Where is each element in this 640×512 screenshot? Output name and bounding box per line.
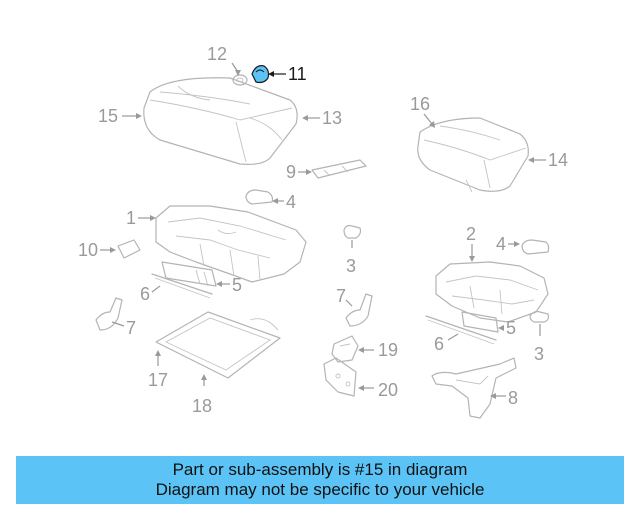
callout-5-right: 5 — [506, 318, 516, 338]
part-9-bracket — [311, 159, 367, 179]
part-10-bracket — [117, 239, 141, 259]
info-banner: Part or sub-assembly is #15 in diagram D… — [16, 456, 624, 504]
callout-11: 13 — [322, 108, 342, 128]
callout-19: 19 — [378, 340, 398, 360]
callout-3-right: 3 — [534, 344, 544, 364]
part-1-seat-frame-left — [155, 205, 307, 283]
callout-4-upper: 4 — [286, 192, 296, 212]
part-16-bushing — [232, 74, 248, 86]
callout-6-right: 6 — [434, 334, 444, 354]
part-17-18-seat-pan — [155, 311, 281, 379]
part-7-bracket-left — [95, 297, 123, 331]
part-3-center — [343, 224, 362, 239]
callouts: 12 11 15 13 16 14 9 4 1 10 — [78, 44, 568, 416]
part-5-left — [161, 261, 217, 287]
part-4-right — [521, 239, 550, 255]
callout-8: 8 — [508, 388, 518, 408]
callout-10: 10 — [78, 240, 98, 260]
part-3-right — [529, 310, 550, 323]
callout-17: 17 — [148, 370, 168, 390]
callout-7-center: 7 — [336, 286, 346, 306]
callout-20: 20 — [378, 380, 398, 400]
part-4-upper — [245, 189, 274, 205]
callout-13: 15 — [98, 106, 118, 126]
callout-2: 2 — [466, 224, 476, 244]
banner-line-2: Diagram may not be specific to your vehi… — [155, 480, 485, 499]
part-7-bracket-center — [345, 293, 373, 327]
banner-line-1: Part or sub-assembly is #15 in diagram — [172, 460, 468, 479]
callout-14: 16 — [410, 94, 430, 114]
part-20-plate — [323, 357, 357, 397]
part-5-right — [461, 311, 499, 333]
front-seat-cushion — [417, 117, 529, 193]
part-8-bracket — [431, 357, 517, 419]
callout-3-center: 3 — [346, 256, 356, 276]
callout-6-left: 6 — [140, 284, 150, 304]
callout-12: 14 — [548, 150, 568, 170]
callout-4-right: 4 — [496, 234, 506, 254]
callout-9: 9 — [286, 162, 296, 182]
callout-15: 11 — [288, 64, 307, 84]
part-6-wire-left — [151, 273, 213, 299]
callout-1: 1 — [126, 208, 136, 228]
callout-16: 12 — [207, 44, 227, 64]
part-6-wire-right — [425, 315, 497, 345]
part-19-bracket — [331, 335, 359, 363]
callout-5-left: 5 — [232, 275, 242, 295]
part-2-seat-frame-right — [435, 261, 549, 323]
rear-seat-cushion — [143, 77, 298, 165]
parts-diagram: 12 11 15 13 16 14 9 4 1 10 — [78, 44, 568, 419]
callout-18: 18 — [192, 396, 212, 416]
callout-7-left: 7 — [126, 318, 136, 338]
part-15-highlighted — [251, 65, 270, 84]
